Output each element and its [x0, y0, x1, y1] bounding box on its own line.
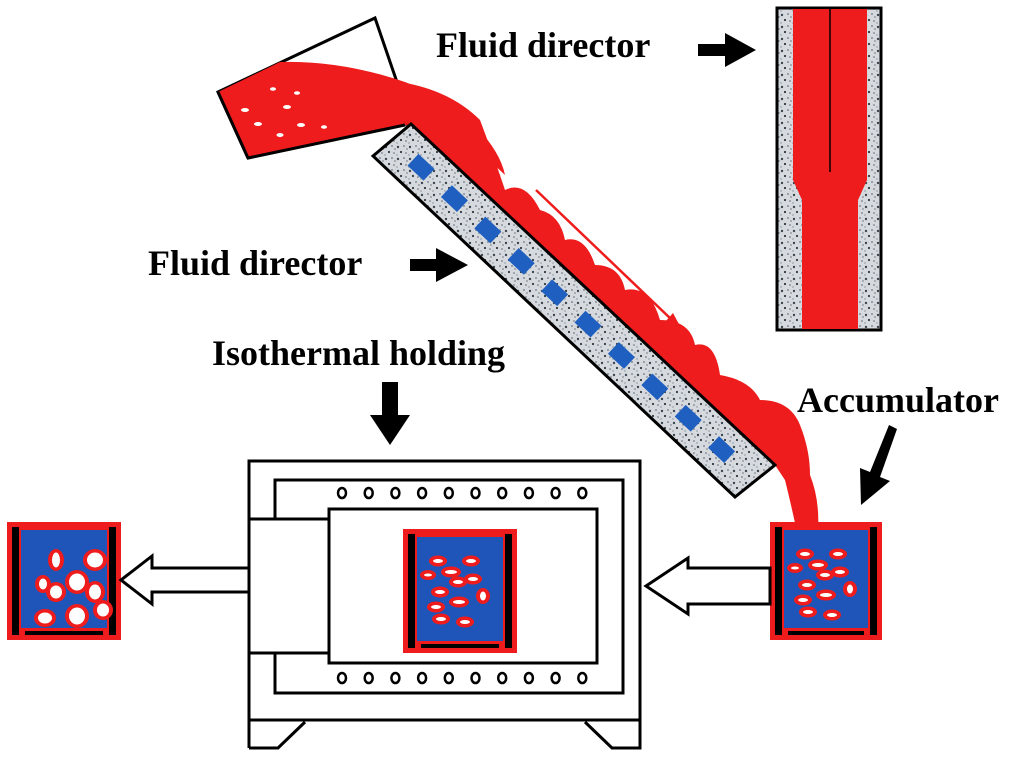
particle-core — [431, 605, 441, 609]
particle-core — [803, 610, 813, 614]
particle-core — [802, 583, 812, 587]
particle-core — [460, 620, 470, 624]
heater-coil — [577, 486, 588, 500]
output-crucible — [7, 522, 121, 640]
particle-core — [89, 584, 101, 600]
heater-coils-bottom — [336, 671, 588, 685]
heater-coils-top — [336, 486, 588, 500]
particle-core — [468, 577, 478, 581]
label-accumulator: Accumulator — [797, 380, 999, 420]
particle-core — [433, 559, 443, 563]
transfer-arrow-to-furnace-icon — [643, 555, 772, 617]
particle-core — [39, 578, 47, 590]
heater-coil — [363, 671, 374, 685]
particle-core — [52, 552, 60, 568]
particle-core — [820, 593, 832, 597]
arrow-diagonal-icon — [860, 425, 897, 505]
crucible-wall-left — [775, 527, 782, 635]
particle-core — [480, 591, 486, 601]
particle-core — [424, 573, 432, 577]
heater-coil — [336, 486, 348, 500]
heater-coil — [496, 671, 508, 685]
heater-coil — [416, 486, 428, 500]
particle-core — [847, 584, 853, 594]
particle-core — [69, 573, 85, 591]
particle-core — [87, 552, 103, 568]
heater-coil — [523, 486, 535, 500]
particle-core — [69, 607, 85, 625]
heater-coil — [523, 671, 535, 685]
particle-core — [800, 552, 810, 556]
molten-metal-stream — [400, 82, 819, 532]
crucible-bottom — [421, 644, 499, 648]
cooling-block — [440, 185, 468, 213]
crucible-wall-left — [12, 527, 19, 635]
heater-coil — [496, 486, 508, 500]
cooling-block — [507, 248, 535, 275]
molten-metal-in-ladle — [218, 61, 505, 176]
particle-core — [453, 580, 463, 584]
particle-core — [835, 570, 845, 574]
heater-coil — [416, 671, 428, 685]
crucible-wall-left — [408, 534, 415, 648]
particle-core — [812, 563, 824, 567]
particle-core — [436, 617, 446, 621]
cooling-block — [641, 373, 669, 401]
crucible-wall-right — [505, 534, 512, 648]
arrow-down-icon — [370, 382, 410, 445]
particle-core — [466, 559, 476, 563]
heater-coil — [443, 671, 455, 685]
heater-coil — [577, 671, 588, 685]
cooling-block — [574, 310, 602, 338]
heater-coil — [390, 486, 401, 500]
heater-coil — [390, 671, 401, 685]
heater-coil — [550, 486, 561, 500]
cooling-block — [541, 279, 569, 307]
held-crucible — [403, 529, 517, 653]
particle-core — [445, 570, 457, 574]
heater-coil — [363, 486, 374, 500]
cooling-block — [607, 342, 635, 369]
particle-core — [97, 603, 109, 617]
cooling-block — [708, 436, 736, 463]
inclined-fluid-director — [370, 121, 778, 499]
particle-core — [798, 598, 808, 602]
cooling-block — [674, 404, 702, 432]
particle-core — [827, 613, 837, 617]
particle-core — [50, 585, 62, 599]
crucible-wall-right — [870, 527, 877, 635]
fluid-director-cross-section — [775, 6, 883, 332]
heater-coil — [336, 671, 348, 685]
particle-core — [38, 612, 52, 624]
label-fluid-director-side: Fluid director — [148, 243, 362, 283]
cooling-blocks — [407, 153, 736, 463]
crucible-bottom — [25, 631, 103, 635]
semi-solid-slurry — [21, 530, 107, 628]
crucible-wall-right — [109, 527, 116, 635]
heater-coil — [470, 486, 481, 500]
ladle — [216, 15, 505, 176]
particle-core — [791, 566, 799, 570]
heater-coil — [550, 671, 561, 685]
cooling-block — [474, 216, 502, 244]
particle-core — [453, 600, 465, 604]
particle-core — [820, 573, 830, 577]
cooling-block — [407, 153, 435, 181]
particle-core — [435, 590, 445, 594]
flow-direction-arrow — [535, 189, 681, 328]
arrow-right-icon — [698, 33, 756, 67]
label-fluid-director-top: Fluid director — [436, 25, 650, 65]
transfer-arrow-from-furnace-icon — [118, 552, 251, 608]
accumulator-crucible — [770, 522, 882, 640]
heater-coil — [470, 671, 481, 685]
label-isothermal-holding: Isothermal holding — [212, 333, 505, 373]
crucible-bottom — [788, 631, 864, 635]
particle-core — [833, 552, 843, 556]
heater-coil — [443, 486, 455, 500]
arrow-right-icon — [410, 248, 468, 282]
